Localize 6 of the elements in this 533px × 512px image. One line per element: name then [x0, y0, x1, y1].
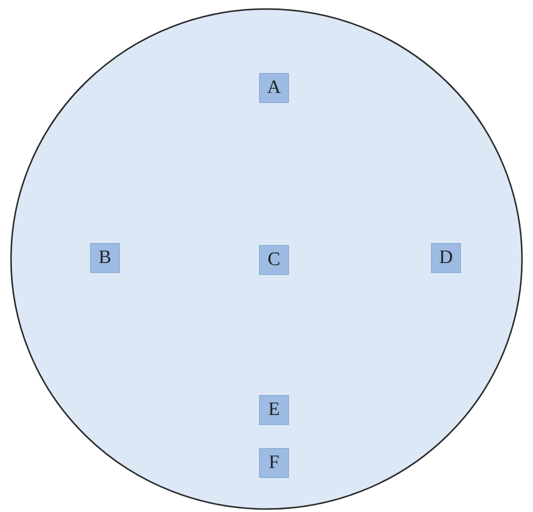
letter-box: B — [90, 243, 120, 273]
letter-box: F — [259, 448, 289, 478]
letter-box: D — [431, 243, 461, 273]
letter-box: C — [259, 245, 289, 275]
letter-box: E — [259, 395, 289, 425]
letter-box: A — [259, 73, 289, 103]
